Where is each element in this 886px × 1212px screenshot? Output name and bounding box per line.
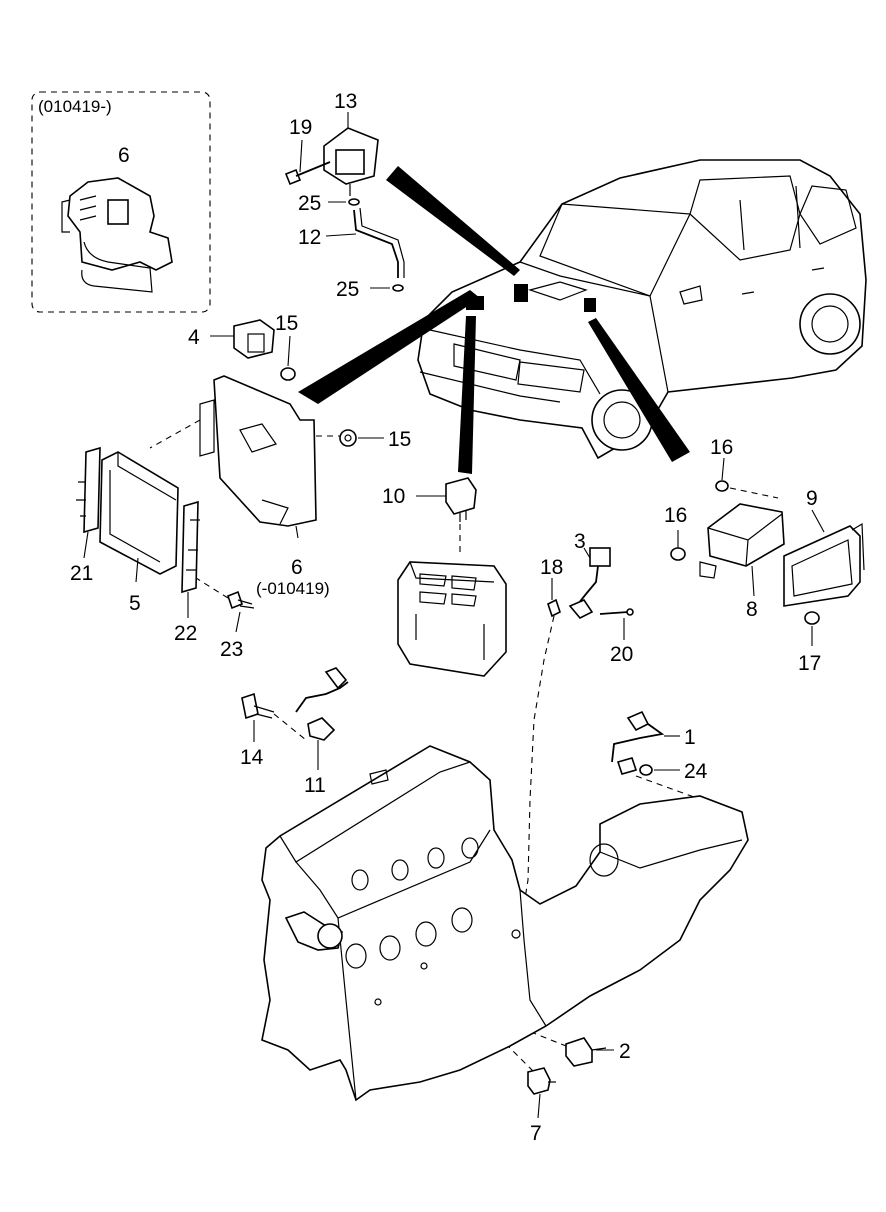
callout-8: 8 [746, 598, 758, 621]
callout-15-upper: 15 [275, 312, 298, 335]
part-18-clip [547, 578, 561, 618]
variant-box-label: (010419-) [38, 97, 112, 116]
part-4-relay [210, 319, 275, 359]
variant-box: (010419-) [31, 91, 211, 313]
callout-6-old: 6 [291, 556, 303, 579]
part-3-sensor [568, 547, 611, 619]
callout-11: 11 [304, 774, 326, 797]
part-10-relay [416, 477, 477, 556]
callout-21: 21 [70, 562, 93, 585]
variant-part-label: (-010419) [256, 579, 330, 598]
callout-1: 1 [684, 726, 696, 749]
callout-4: 4 [188, 326, 200, 349]
callout-25-upper: 25 [298, 192, 321, 215]
part-5-ecu [99, 451, 179, 583]
callout-14: 14 [240, 746, 264, 769]
part-16-nut-upper [715, 457, 779, 499]
callout-19: 19 [289, 116, 312, 139]
callout-25-lower: 25 [336, 278, 359, 301]
fuse-box [397, 561, 507, 677]
callout-24: 24 [684, 760, 708, 783]
callout-3: 3 [574, 530, 586, 553]
callouts: 1 2 3 4 5 6 6 7 8 9 10 11 12 13 14 15 15… [70, 90, 821, 1145]
part-23-bolt [195, 577, 255, 633]
callout-16-lower: 16 [664, 504, 687, 527]
callout-9: 9 [806, 487, 818, 510]
callout-22: 22 [174, 622, 197, 645]
callout-13: 13 [334, 90, 357, 113]
callout-12: 12 [298, 226, 321, 249]
callout-2: 2 [619, 1040, 631, 1063]
part-8-module [699, 503, 785, 597]
part-12-hose [325, 207, 405, 278]
part-25-clip-lower [370, 284, 404, 292]
callout-16-upper: 16 [710, 436, 733, 459]
leader-wedges [298, 166, 690, 474]
part-16-nut-lower [670, 530, 686, 561]
callout-17: 17 [798, 652, 821, 675]
part-1-sensor [611, 710, 680, 775]
bracket-plate-new [61, 177, 173, 293]
part-6-bracket-old [149, 375, 340, 539]
callout-5: 5 [129, 592, 141, 615]
vehicle-outline [417, 159, 867, 460]
part-13-sensor [323, 112, 379, 196]
part-25-clip-upper [328, 198, 360, 206]
engine-block [261, 745, 749, 1102]
part-11-sensor [295, 667, 349, 770]
part-21-bracket [76, 446, 101, 559]
part-17-nut [804, 611, 820, 646]
part-15-nut-lower [339, 429, 384, 447]
callout-18: 18 [540, 556, 563, 579]
callout-20: 20 [610, 643, 633, 666]
callout-7: 7 [530, 1122, 542, 1145]
callout-23: 23 [220, 638, 243, 661]
part-24-washer [639, 764, 680, 776]
part-15-nut-upper [280, 335, 296, 381]
part-2-sensor [565, 1037, 614, 1067]
part-20-bolt [599, 608, 634, 640]
callout-10: 10 [382, 485, 405, 508]
part-14-bolt [241, 692, 307, 742]
callout-6-new: 6 [118, 144, 130, 167]
part-22-bracket [181, 500, 200, 618]
callout-15-lower: 15 [388, 428, 411, 451]
part-19-screw [284, 139, 331, 186]
part-9-bracket [783, 509, 865, 607]
part-7-sensor [527, 1067, 556, 1119]
